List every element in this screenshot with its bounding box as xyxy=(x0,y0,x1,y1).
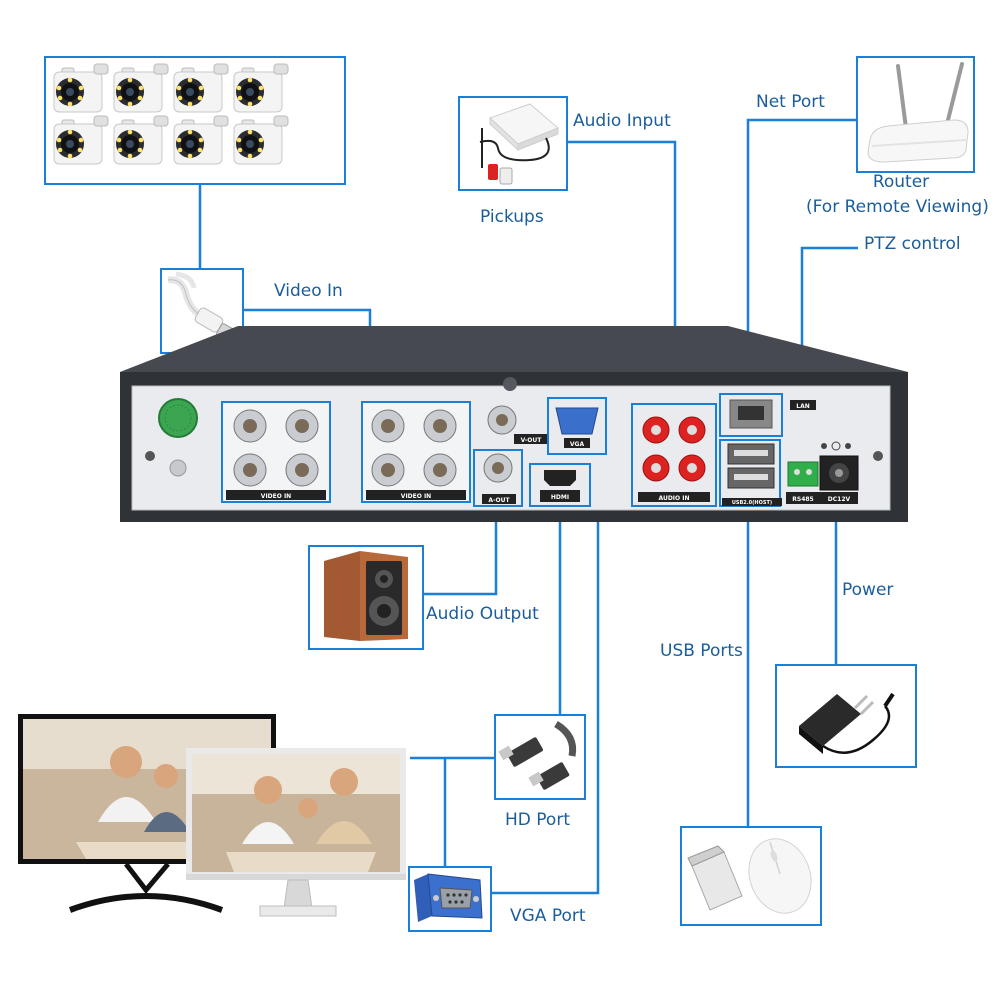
power-adapter-box xyxy=(775,664,917,768)
ground-knob-icon xyxy=(158,398,198,438)
panel-lan: LAN xyxy=(796,403,810,410)
panel-a-out: A-OUT xyxy=(488,497,510,504)
label-usb-ports: USB Ports xyxy=(660,641,743,661)
panel-video-in-b: VIDEO IN xyxy=(401,493,431,500)
panel-v-out: V-OUT xyxy=(521,437,543,444)
security-camera-icon xyxy=(53,63,289,165)
panel-usb: USB2.0(HOST) xyxy=(732,500,772,506)
label-audio-output: Audio Output xyxy=(426,604,539,624)
usb-devices-box xyxy=(680,826,822,926)
usb-flash-drive-icon xyxy=(687,838,812,914)
mouse-icon xyxy=(748,838,812,914)
panel-video-in-a: VIDEO IN xyxy=(261,493,291,500)
wifi-router-icon xyxy=(867,62,969,163)
video-in-group-a: VIDEO IN xyxy=(221,401,331,503)
vout-aout: V-OUT A-OUT xyxy=(473,405,548,507)
label-power: Power xyxy=(842,580,894,600)
label-video-in: Video In xyxy=(274,281,343,301)
router-box xyxy=(856,56,975,173)
label-hd-port: HD Port xyxy=(505,810,570,830)
label-pickups: Pickups xyxy=(480,207,544,227)
microphone-pickup-icon xyxy=(479,103,559,185)
speaker-box xyxy=(308,545,424,650)
vga-connector-icon xyxy=(414,873,483,922)
vga-connector-box xyxy=(408,866,492,932)
dvr-recorder: VIDEO IN VIDEO IN V-OUT A-OUT VGA xyxy=(120,326,908,522)
hdmi-cable-box xyxy=(494,714,586,800)
monitor-icon xyxy=(18,714,406,917)
hdmi-cable-icon xyxy=(498,720,577,790)
label-ptz-control: PTZ control xyxy=(864,234,961,254)
panel-dc12v: DC12V xyxy=(828,496,851,503)
pickups-box xyxy=(458,96,568,191)
lan-port: LAN xyxy=(719,393,816,437)
power-adapter-icon xyxy=(799,692,895,754)
speaker-icon xyxy=(324,551,408,641)
usb-ports: USB2.0(HOST) xyxy=(719,439,782,507)
panel-audio-in: AUDIO IN xyxy=(659,495,690,502)
hdmi-port: HDMI xyxy=(529,463,591,507)
label-router-note: (For Remote Viewing) xyxy=(806,197,989,217)
label-audio-input: Audio Input xyxy=(573,111,671,131)
panel-hdmi: HDMI xyxy=(551,494,569,501)
panel-rs485: RS485 xyxy=(792,496,813,503)
cameras-box xyxy=(44,56,346,185)
dc-power-port: DC12V xyxy=(819,441,859,504)
video-in-group-b: VIDEO IN xyxy=(361,401,471,503)
label-net-port: Net Port xyxy=(756,92,825,112)
vga-port: VGA xyxy=(547,397,607,455)
label-vga-port: VGA Port xyxy=(510,906,586,926)
label-router: Router xyxy=(872,172,930,192)
panel-vga: VGA xyxy=(570,441,585,448)
audio-in-group: AUDIO IN xyxy=(631,403,717,507)
rs485-port: RS485 xyxy=(786,461,820,504)
